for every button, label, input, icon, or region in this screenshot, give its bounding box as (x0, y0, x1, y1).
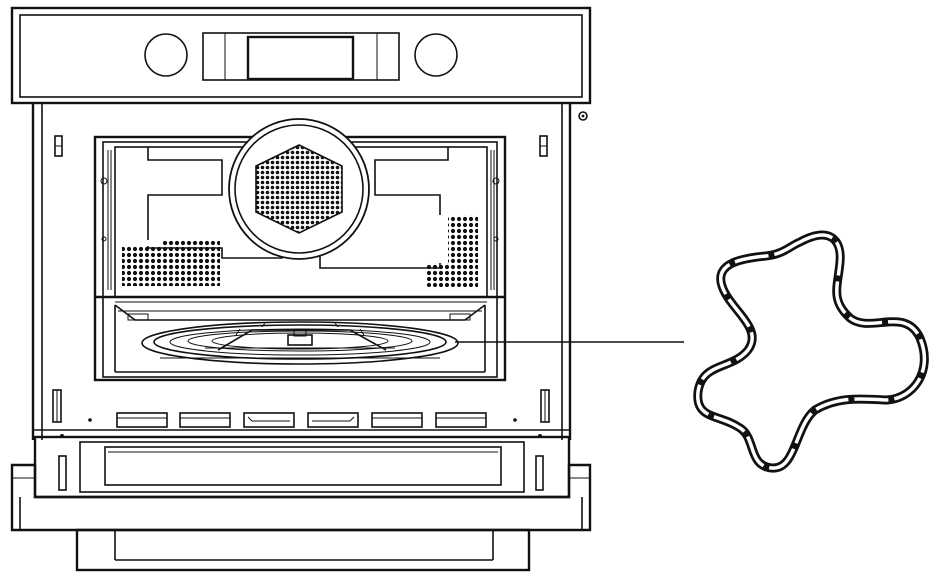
display-frame (202, 32, 400, 81)
right-knob-icon (414, 33, 458, 77)
door-hinge-left (58, 455, 67, 491)
display-screen (246, 35, 355, 81)
front-frame (33, 412, 570, 431)
door-window (104, 446, 502, 486)
control-panel (10, 6, 592, 105)
door-handle (75, 528, 531, 572)
door-hinge-right (535, 455, 544, 491)
roller-ring-detail-icon (693, 230, 929, 473)
convection-fan-cover (228, 118, 370, 260)
roller-ring (217, 329, 387, 351)
left-vent-mesh (122, 240, 220, 286)
turntable-coupler (287, 334, 313, 346)
right-rack-rail (490, 150, 500, 290)
oven-door (10, 434, 592, 572)
left-rack-rail (100, 150, 112, 290)
front-vent-slots (116, 412, 487, 428)
door-top-edge (33, 435, 571, 499)
control-panel-frame (10, 6, 592, 105)
fan-mesh-hexagon (255, 144, 343, 234)
turntable (141, 321, 459, 365)
oven-cavity (93, 118, 507, 382)
left-knob-icon (144, 33, 188, 77)
door-outer-shell (10, 463, 592, 532)
oven-body (31, 103, 588, 440)
side-screw-icon (578, 111, 588, 121)
